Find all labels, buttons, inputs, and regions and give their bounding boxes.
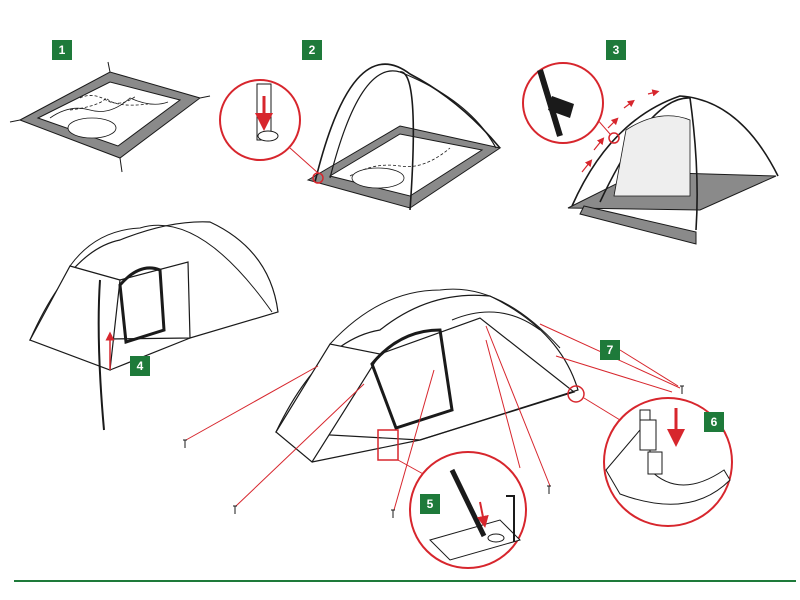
step6-buckle-detail [567,385,733,527]
step-badge-5: 5 [420,494,440,514]
step-badge-6: 6 [704,412,724,432]
step3-clips-illustration [522,62,779,245]
step-badge-1: 1 [52,40,72,60]
footer-divider [14,580,796,582]
main-tent-illustration [183,288,684,518]
step-badge-3: 3 [606,40,626,60]
step5-stake-detail [377,429,527,569]
step-badge-4: 4 [130,356,150,376]
step4-sleeve-illustration [29,221,279,431]
step1-floor-illustration [9,61,211,173]
step-badge-7: 7 [600,340,620,360]
step2-poles-illustration [219,63,502,211]
step-badge-2: 2 [302,40,322,60]
